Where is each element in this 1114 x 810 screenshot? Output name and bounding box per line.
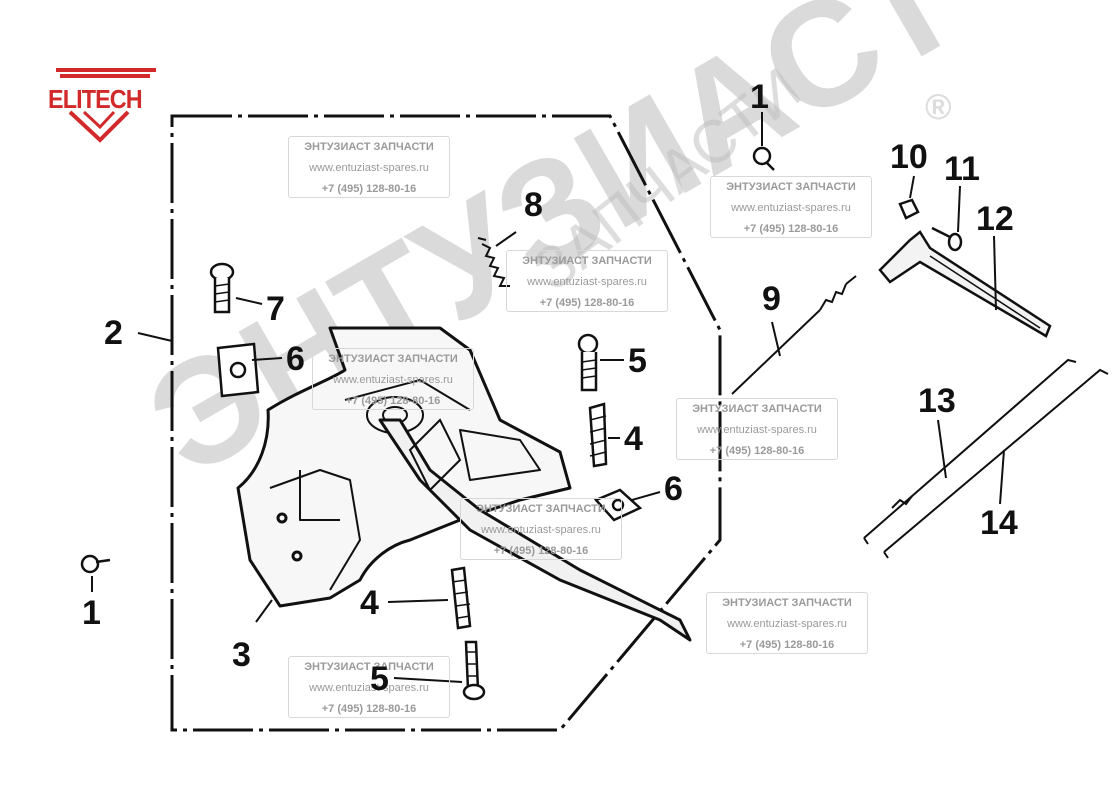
assembly-frame [170,114,722,732]
callout-7: 7 [266,290,285,328]
callout-5-upper: 5 [628,342,647,380]
leader-lines [91,112,1005,683]
watermark-box-url: www.entuziast-spares.ru [697,424,817,436]
watermark-box-title: ЭНТУЗИАСТ ЗАПЧАСТИ [304,661,434,673]
part-14-rod [883,368,1109,559]
watermark-box-title: ЭНТУЗИАСТ ЗАПЧАСТИ [328,353,458,365]
part-11-pin [931,226,963,252]
watermark-box-url: www.entuziast-spares.ru [333,374,453,386]
watermark-box: ЭНТУЗИАСТ ЗАПЧАСТИ www.entuziast-spares.… [460,498,622,560]
part-5-bolt-lower [462,640,486,701]
watermark-box-url: www.entuziast-spares.ru [309,682,429,694]
part-12-bracket [878,230,1052,338]
callout-1-left: 1 [82,594,101,632]
watermark-box: ЭНТУЗИАСТ ЗАПЧАСТИ www.entuziast-spares.… [506,250,668,312]
callout-1-top: 1 [750,78,769,116]
watermark-box-phone: +7 (495) 128-80-16 [345,395,441,407]
watermark-box-phone: +7 (495) 128-80-16 [539,297,635,309]
part-6-plate-left [216,342,260,398]
watermark-box: ЭНТУЗИАСТ ЗАПЧАСТИ www.entuziast-spares.… [312,348,474,410]
part-5-bolt-upper [577,333,599,392]
watermark-box-title: ЭНТУЗИАСТ ЗАПЧАСТИ [692,403,822,415]
watermark-box-phone: +7 (495) 128-80-16 [493,545,589,557]
watermark-box-url: www.entuziast-spares.ru [727,618,847,630]
part-housing [236,326,572,608]
watermark-box-phone: +7 (495) 128-80-16 [321,183,417,195]
part-9-spring-link [731,275,857,395]
callout-6-left: 6 [286,340,305,378]
callout-12: 12 [976,200,1014,238]
watermark-box-url: www.entuziast-spares.ru [481,524,601,536]
watermark-box-url: www.entuziast-spares.ru [731,202,851,214]
part-lever-arm [378,418,692,642]
watermark-box-phone: +7 (495) 128-80-16 [739,639,835,651]
callout-4-upper: 4 [624,420,643,458]
part-7-bolt [209,262,235,314]
part-1-screw-left [80,554,111,574]
part-6-plate-right [593,488,643,522]
watermark-box-phone: +7 (495) 128-80-16 [743,223,839,235]
watermark-box-phone: +7 (495) 128-80-16 [709,445,805,457]
part-10-nut [898,198,920,220]
part-4-stud-upper [588,402,608,468]
elitech-logo-mark [56,68,156,143]
callout-10: 10 [890,138,928,176]
callout-11: 11 [944,150,980,188]
watermark-box-title: ЭНТУЗИАСТ ЗАПЧАСТИ [722,597,852,609]
watermark-box-title: ЭНТУЗИАСТ ЗАПЧАСТИ [304,141,434,153]
part-4-stud-lower [450,566,472,630]
callout-14: 14 [980,504,1018,542]
watermark-box-url: www.entuziast-spares.ru [527,276,647,288]
watermark-box-title: ЭНТУЗИАСТ ЗАПЧАСТИ [726,181,856,193]
watermark-box-phone: +7 (495) 128-80-16 [321,703,417,715]
watermark-box: ЭНТУЗИАСТ ЗАПЧАСТИ www.entuziast-spares.… [710,176,872,238]
callout-5-lower: 5 [370,660,389,698]
elitech-logo-text: ELITECH [48,84,143,114]
callout-4-lower: 4 [360,584,379,622]
part-8-spring [477,237,510,287]
callout-8: 8 [524,186,543,224]
callout-3: 3 [232,636,251,674]
watermark-registered-mark: ® [925,86,952,127]
watermark-box: ЭНТУЗИАСТ ЗАПЧАСТИ www.entuziast-spares.… [706,592,868,654]
callout-2: 2 [104,314,123,352]
callout-9: 9 [762,280,781,318]
watermark-box: ЭНТУЗИАСТ ЗАПЧАСТИ www.entuziast-spares.… [288,136,450,198]
watermark-box-url: www.entuziast-spares.ru [309,162,429,174]
watermark-box: ЭНТУЗИАСТ ЗАПЧАСТИ www.entuziast-spares.… [676,398,838,460]
watermark-box-title: ЭНТУЗИАСТ ЗАПЧАСТИ [476,503,606,515]
part-1-screw-top [752,146,775,171]
part-13-rod [863,358,1077,545]
callout-13: 13 [918,382,956,420]
watermark-box-title: ЭНТУЗИАСТ ЗАПЧАСТИ [522,255,652,267]
watermark-box: ЭНТУЗИАСТ ЗАПЧАСТИ www.entuziast-spares.… [288,656,450,718]
callout-6-right: 6 [664,470,683,508]
